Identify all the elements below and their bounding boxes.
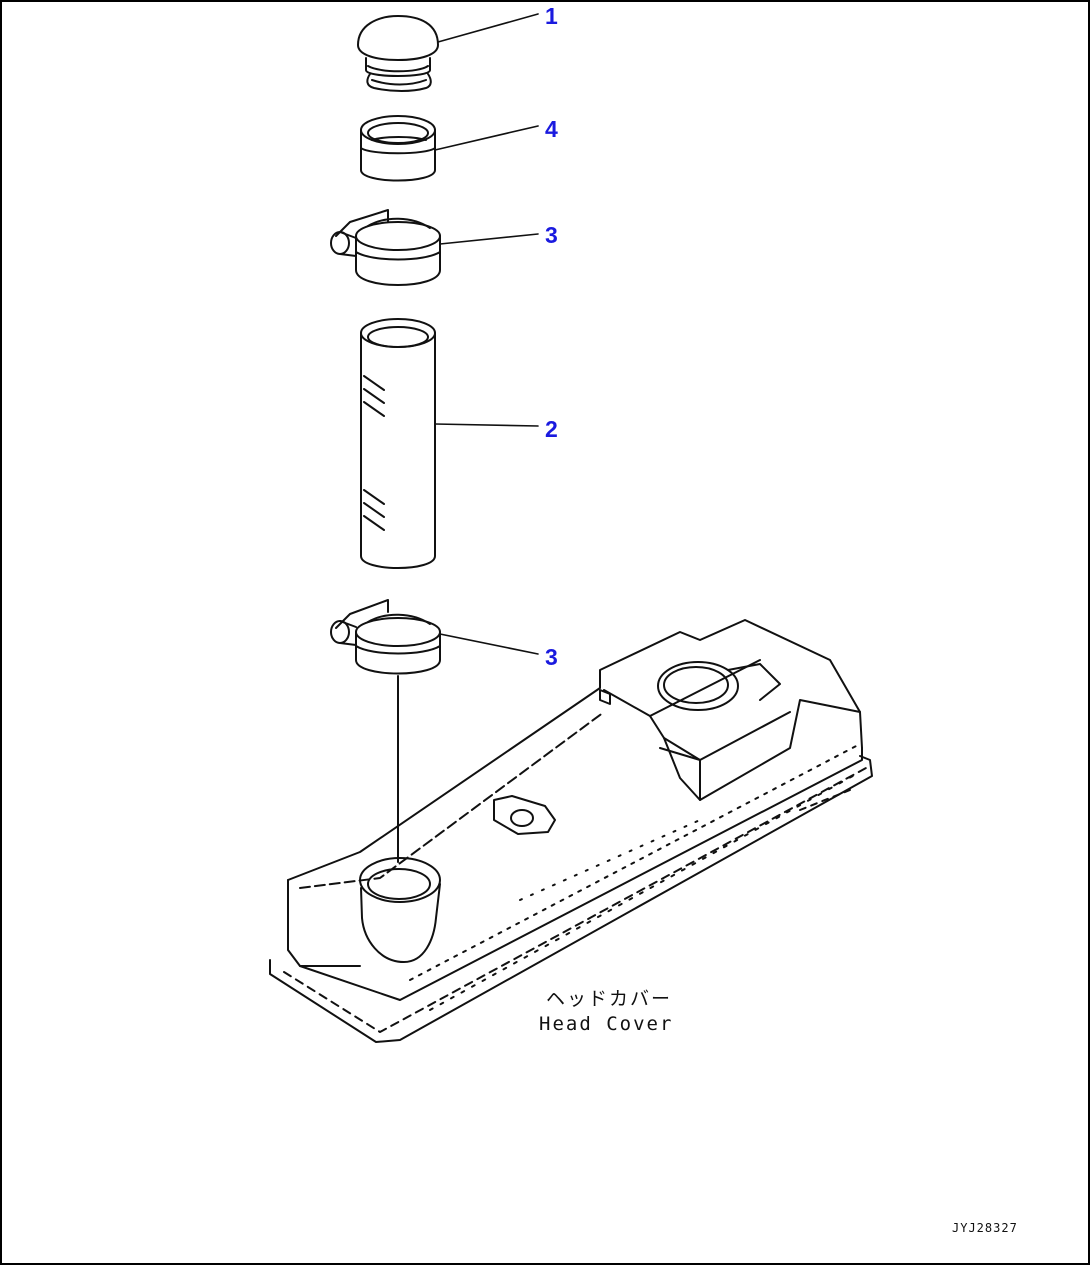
head-cover-label-english: Head Cover	[539, 1013, 674, 1035]
part-1-cap	[357, 15, 439, 92]
drawing-code: JYJ28327	[952, 1221, 1018, 1235]
callout-1: 1	[545, 3, 558, 29]
callout-4: 4	[545, 116, 558, 142]
head-cover-label-japanese: ヘッドカバー	[546, 988, 673, 1010]
leader-line-1	[437, 13, 539, 43]
callout-3-bottom: 3	[545, 644, 558, 670]
leader-line-4	[434, 125, 539, 151]
head-cover	[269, 619, 873, 1043]
leader-line-3-bottom	[439, 633, 539, 655]
part-4-ring	[360, 115, 436, 182]
leader-lines	[434, 13, 539, 655]
leader-line-2	[434, 423, 539, 427]
callout-3-top: 3	[545, 222, 558, 248]
part-3-clamp-top	[330, 209, 441, 286]
part-2-hose	[360, 318, 436, 569]
leader-line-3-top	[439, 233, 539, 245]
part-3-clamp-bottom	[330, 599, 441, 675]
callout-2: 2	[545, 416, 558, 442]
